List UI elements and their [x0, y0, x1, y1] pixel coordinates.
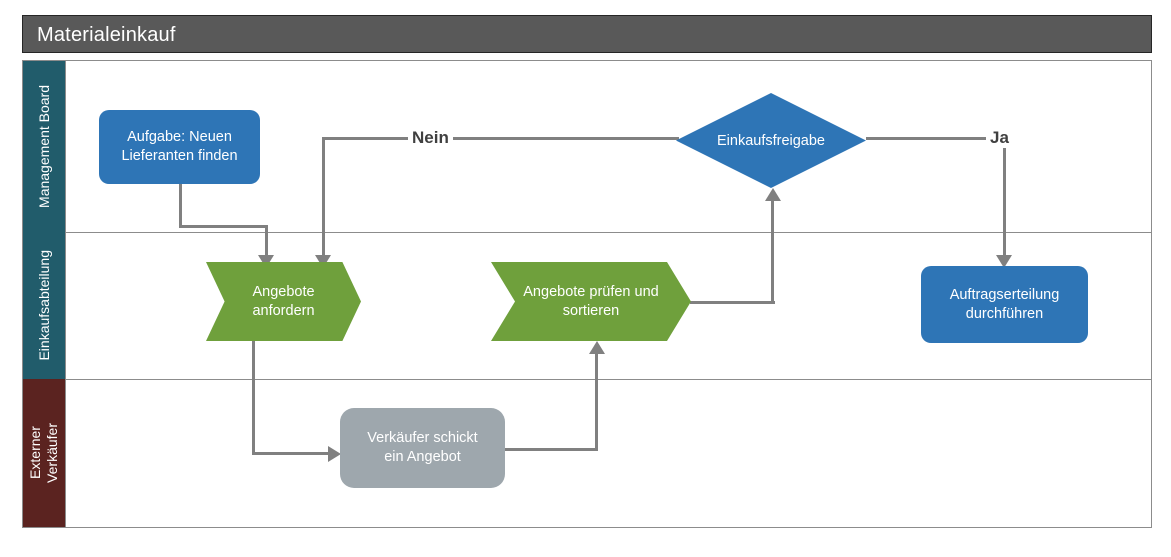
arrowhead-anfordern-to-verkaeufer [328, 446, 341, 462]
connector-nein-vertical [322, 137, 325, 260]
node-decision-einkaufsfreigabe[interactable]: Einkaufsfreigabe [676, 93, 866, 188]
lane-management-board: Management Board [23, 61, 1153, 232]
lane-header-einkaufsabteilung: Einkaufsabteilung [23, 232, 66, 379]
lane-separator-2 [66, 379, 1152, 380]
pool-title-bar: Materialeinkauf [22, 15, 1152, 53]
node-task-verkaeufer-schickt-ein-angebot[interactable]: Verkäufer schickt ein Angebot [340, 408, 505, 488]
arrowhead-pruefen-to-freigabe [765, 188, 781, 201]
lane-externer-verkaeufer: Externer Verkäufer [23, 379, 1153, 527]
connector-start-to-anfordern-seg2 [179, 225, 268, 228]
connector-verkaeufer-to-pruefen-seg1 [504, 448, 598, 451]
edge-label-ja: Ja [986, 128, 1013, 148]
lane-label-management-board: Management Board [35, 85, 52, 208]
node-label-neuen-lieferanten-finden: Aufgabe: Neuen Lieferanten finden [121, 129, 238, 164]
lane-header-management-board: Management Board [23, 61, 66, 232]
connector-pruefen-to-freigabe-seg1 [690, 301, 775, 304]
connector-start-to-anfordern-seg3 [265, 225, 268, 260]
edge-label-nein: Nein [408, 128, 453, 148]
lane-body-externer-verkaeufer [66, 379, 1153, 527]
lane-separator-1 [66, 232, 1152, 233]
connector-ja-horizontal [866, 137, 988, 140]
node-label-angebote-anfordern: Angebote anfordern [252, 283, 315, 319]
connector-nein-horizontal [322, 137, 679, 140]
lane-header-externer-verkaeufer: Externer Verkäufer [23, 379, 66, 527]
connector-anfordern-to-verkaeufer-seg2 [252, 452, 332, 455]
connector-pruefen-to-freigabe-seg2 [771, 200, 774, 303]
lane-einkaufsabteilung: Einkaufsabteilung [23, 232, 1153, 379]
node-label-verkaeufer-schickt-ein-angebot: Verkäufer schickt ein Angebot [367, 430, 478, 465]
node-label-angebote-pruefen-und-sortieren: Angebote prüfen und sortieren [523, 283, 659, 319]
node-task-auftragserteilung-durchfuehren[interactable]: Auftragserteilung durchführen [921, 266, 1088, 343]
node-task-angebote-pruefen-und-sortieren[interactable]: Angebote prüfen und sortieren [491, 262, 691, 341]
connector-anfordern-to-verkaeufer-seg1 [252, 340, 255, 454]
page-title: Materialeinkauf [37, 24, 176, 46]
node-task-neuen-lieferanten-finden[interactable]: Aufgabe: Neuen Lieferanten finden [99, 110, 260, 184]
connector-ja-vertical [1003, 148, 1006, 261]
node-label-auftragserteilung-durchfuehren: Auftragserteilung durchführen [949, 286, 1060, 322]
node-label-einkaufsfreigabe: Einkaufsfreigabe [716, 132, 825, 149]
arrowhead-verkaeufer-to-pruefen [589, 341, 605, 354]
lane-label-externer-verkaeufer: Externer Verkäufer [27, 423, 60, 483]
connector-start-to-anfordern-seg1 [179, 184, 182, 228]
connector-verkaeufer-to-pruefen-seg2 [595, 353, 598, 451]
node-task-angebote-anfordern[interactable]: Angebote anfordern [206, 262, 361, 341]
lane-label-einkaufsabteilung: Einkaufsabteilung [35, 250, 52, 361]
arrowhead-ja-to-auftragserteilung [996, 255, 1012, 268]
